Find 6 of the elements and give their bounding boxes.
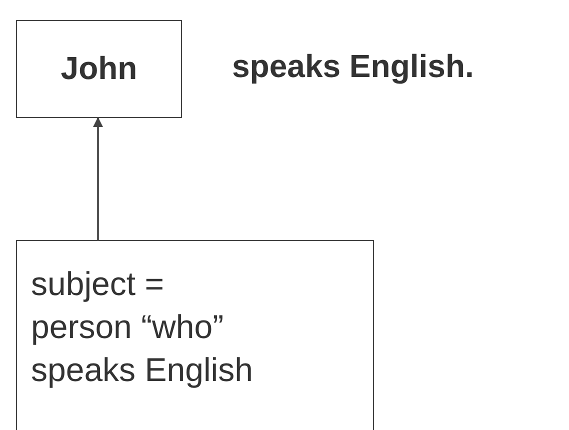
- text-box: [16, 20, 182, 118]
- arrow: [93, 117, 103, 240]
- node-text: subject = person “who” speaks English: [31, 264, 254, 390]
- node-text: John: [60, 49, 138, 88]
- caption-text: speaks English.: [232, 48, 474, 85]
- text-box: [16, 240, 374, 430]
